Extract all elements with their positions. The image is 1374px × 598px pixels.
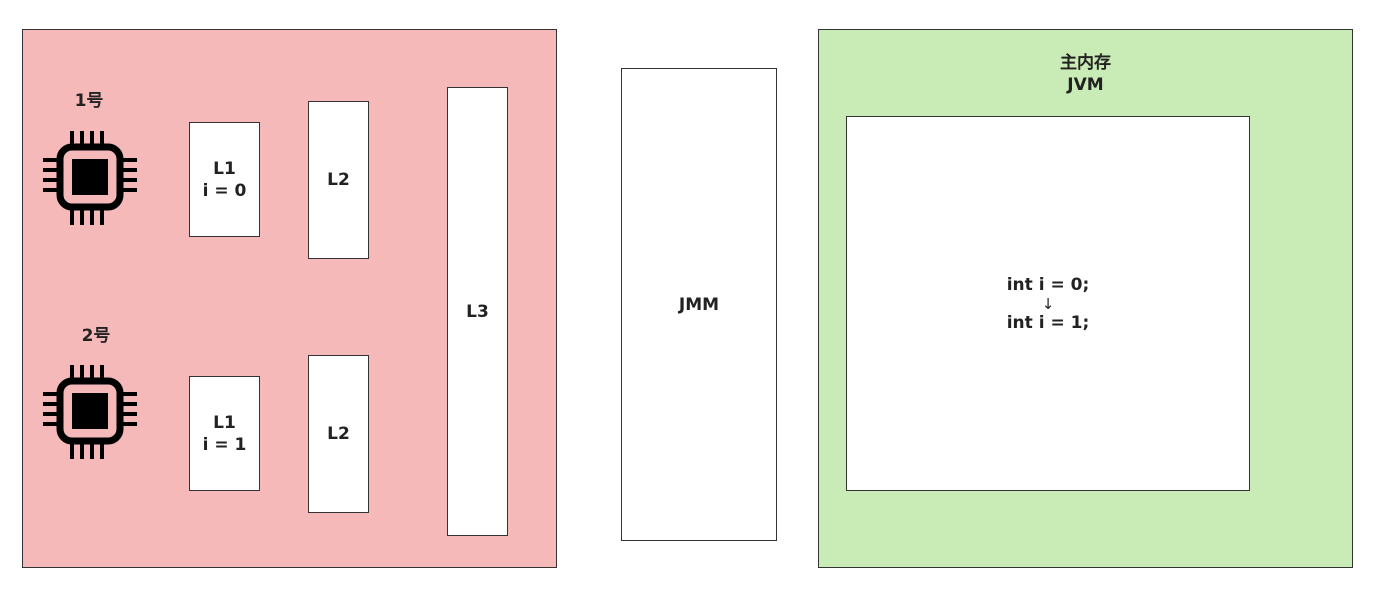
down-arrow-icon: ↓ (1041, 294, 1055, 313)
l2-cache-core2: L2 (308, 355, 369, 513)
l3-cache: L3 (447, 87, 508, 536)
l2-cache-core1: L2 (308, 101, 369, 259)
l2-label: L2 (327, 424, 350, 444)
l1-cache-core2: L1 i = 1 (189, 376, 260, 491)
core1-label: 1号 (74, 91, 104, 111)
memory-title-text: 主内存 (1060, 53, 1111, 73)
l1-value: i = 0 (202, 180, 247, 201)
cpu-chip-icon (43, 365, 137, 459)
l3-label: L3 (466, 301, 489, 322)
jmm-box: JMM (621, 68, 777, 541)
memory-title: 主内存 JVM (818, 52, 1353, 96)
code-before: int i = 0; (1006, 274, 1090, 295)
jvm-box: int i = 0; ↓ int i = 1; (846, 116, 1250, 491)
code-after: int i = 1; (1006, 312, 1090, 333)
l1-name: L1 (213, 158, 236, 179)
l1-name: L1 (213, 412, 236, 433)
core2-label: 2号 (81, 326, 111, 346)
l1-value: i = 1 (202, 434, 247, 455)
cpu-chip-icon (43, 131, 137, 225)
l1-cache-core1: L1 i = 0 (189, 122, 260, 237)
memory-subtitle: JVM (1067, 75, 1104, 95)
jmm-label: JMM (678, 294, 720, 315)
l2-label: L2 (327, 170, 350, 190)
